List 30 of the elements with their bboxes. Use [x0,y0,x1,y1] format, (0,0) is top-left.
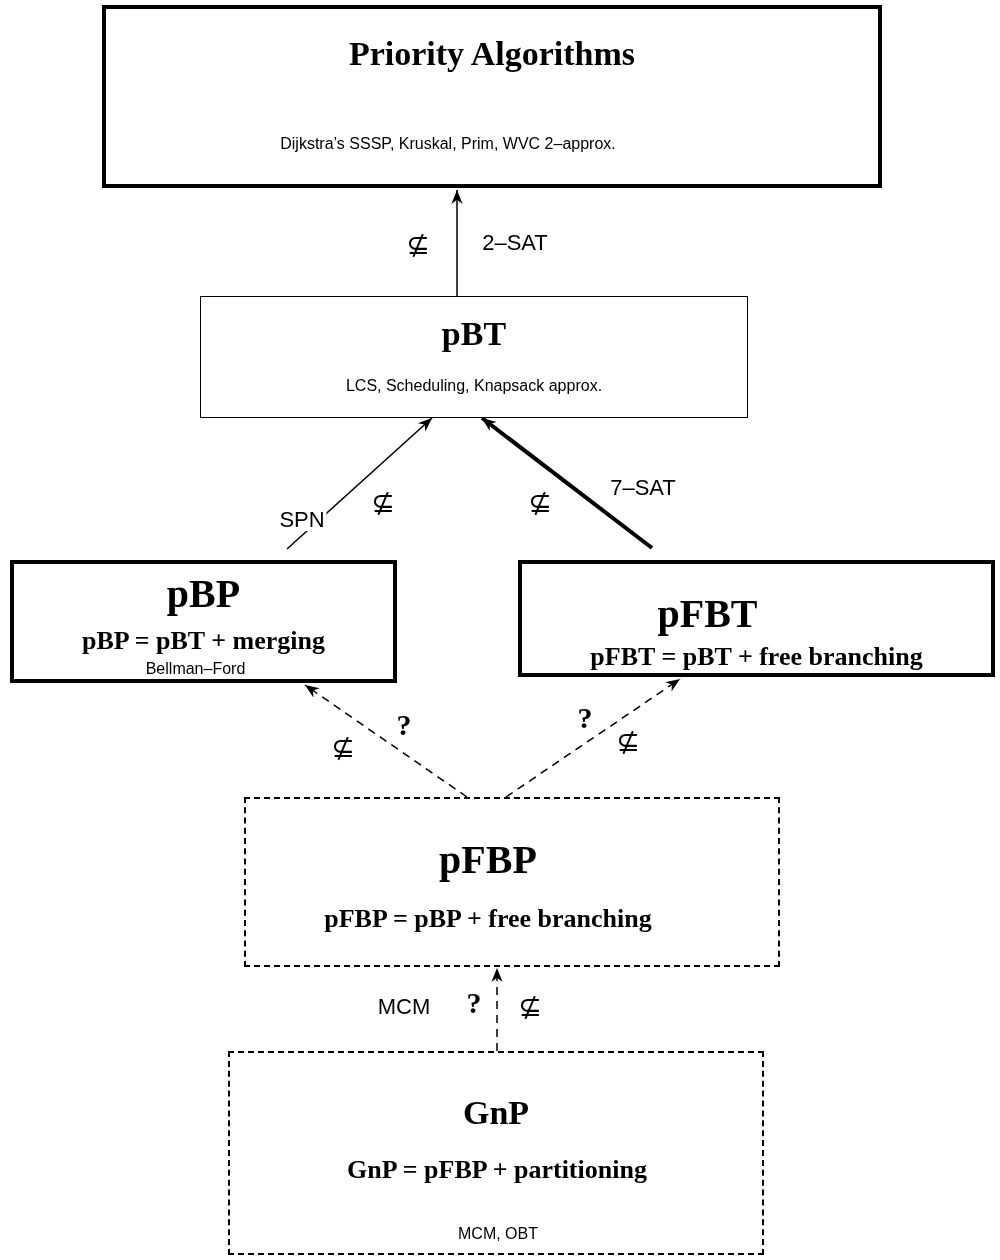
box-title: GnP [462,1094,530,1132]
box-title: pFBT [657,592,758,636]
box-title: pFBP [439,838,537,882]
edge-label: SPN [277,509,327,531]
class-box [518,560,995,677]
relation-symbol: ⊈ [528,489,552,517]
box-text: Bellman–Ford [145,660,246,678]
box-title: pBP [166,572,241,616]
class-box [10,560,397,683]
dashed-box [228,1051,764,1255]
relation-symbol: ⊈ [518,993,542,1021]
box-text: pBP = pBT + merging [82,626,325,656]
box-text: Dijkstra’s SSSP, Kruskal, Prim, WVC 2–approx. [280,135,616,153]
question-mark: ? [396,710,412,740]
box-title: pBT [441,315,507,353]
relation-symbol: ⊈ [371,489,395,517]
box-title: Priority Algorithms [348,35,636,73]
relation-symbol: ⊈ [616,728,640,756]
relation-symbol: ⊈ [331,734,355,762]
box-text: pFBP = pBP + free branching [324,904,652,934]
box-text: LCS, Scheduling, Knapsack approx. [345,377,603,395]
relation-symbol: ⊈ [406,231,430,259]
class-box [102,5,882,188]
box-text: pFBT = pBT + free branching [590,642,923,672]
class-box [200,296,748,418]
question-mark: ? [466,988,482,1018]
question-mark: ? [577,703,593,733]
box-text: MCM, OBT [458,1225,538,1243]
dashed-box [244,797,780,967]
box-text: GnP = pFBP + partitioning [347,1155,647,1185]
